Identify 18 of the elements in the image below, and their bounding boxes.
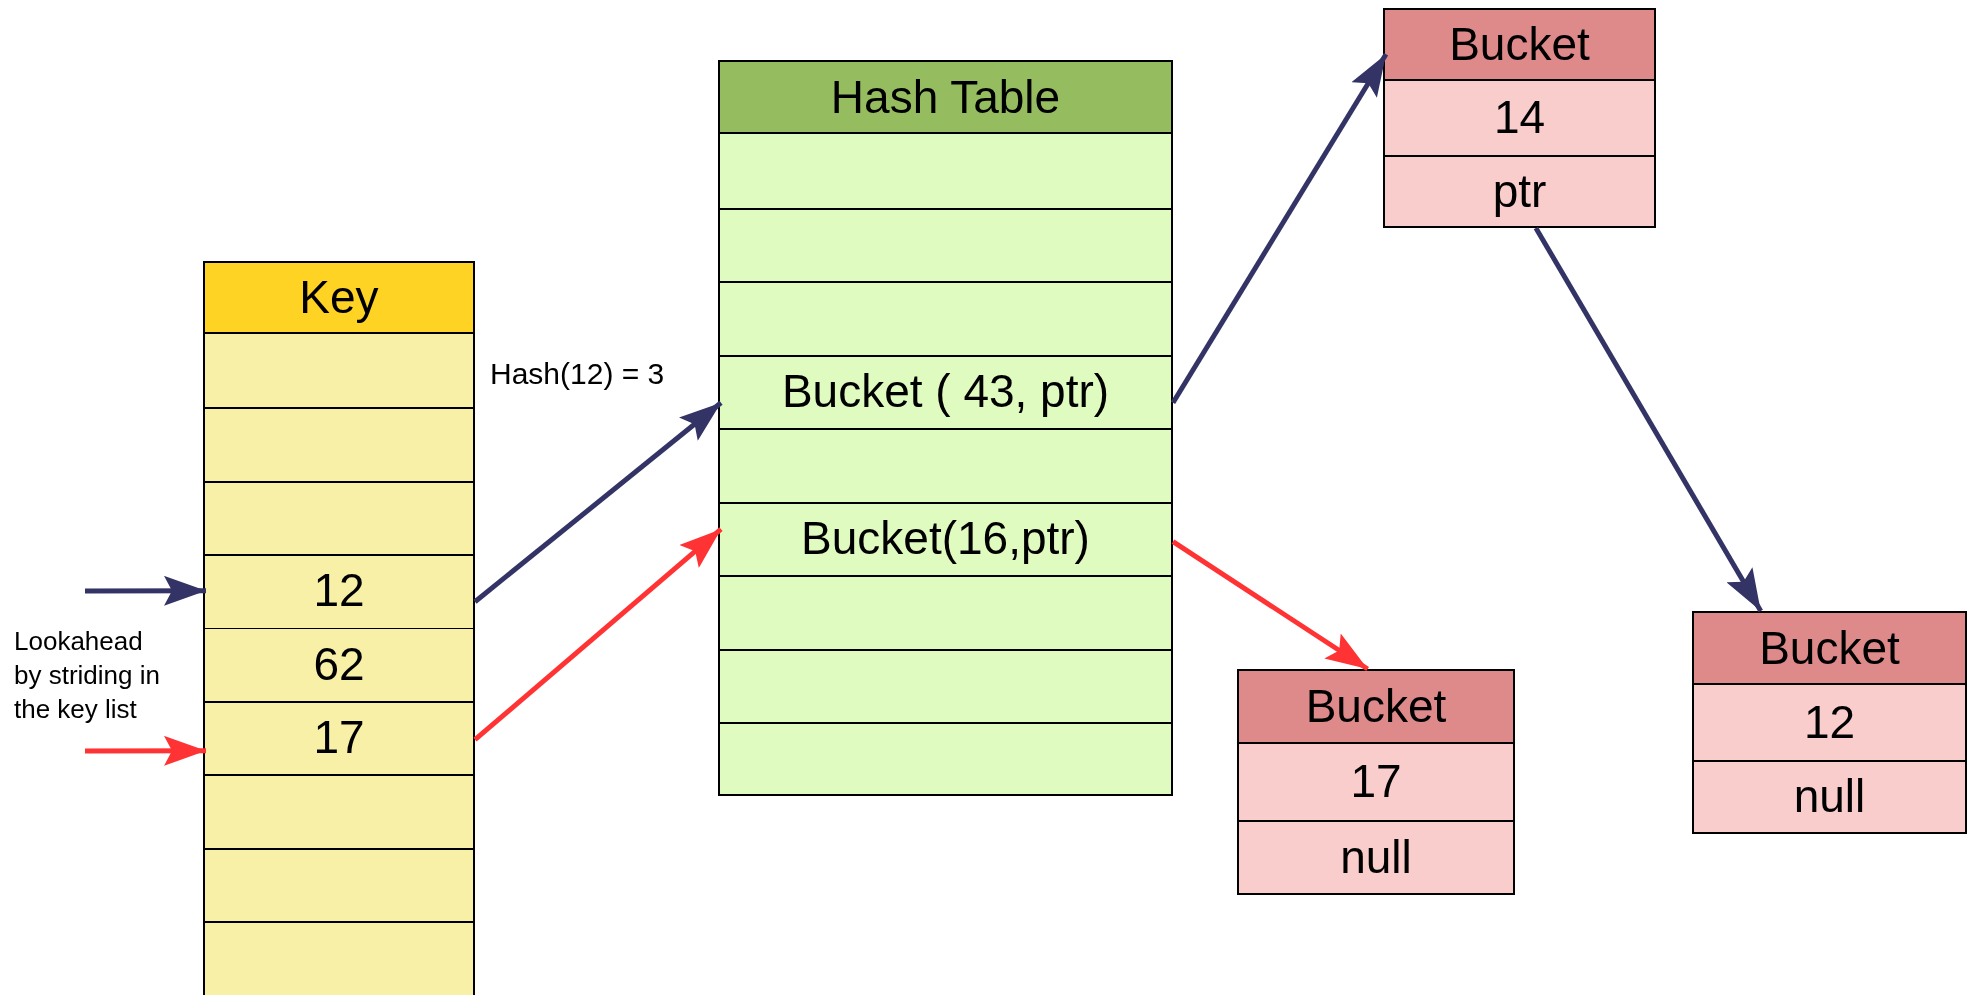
arrow	[1171, 539, 1370, 672]
arrow	[1170, 52, 1389, 405]
bucket-table	[1237, 669, 1515, 895]
table-header: Bucket	[1385, 10, 1654, 81]
arrow	[85, 575, 206, 606]
arrow	[1533, 226, 1763, 613]
table-header: Bucket	[1694, 613, 1965, 685]
table-header: Bucket	[1239, 671, 1513, 744]
hash-table	[718, 60, 1173, 796]
arrow	[473, 527, 723, 742]
arrow	[85, 735, 206, 766]
table-header: Key	[205, 263, 473, 334]
note-text: Lookahead by striding in the key list	[14, 625, 161, 726]
bucket-table	[1383, 8, 1656, 228]
bucket-table	[1692, 611, 1967, 834]
key-table	[203, 261, 475, 995]
table-header: Hash Table	[720, 62, 1171, 134]
arrow	[473, 400, 723, 604]
